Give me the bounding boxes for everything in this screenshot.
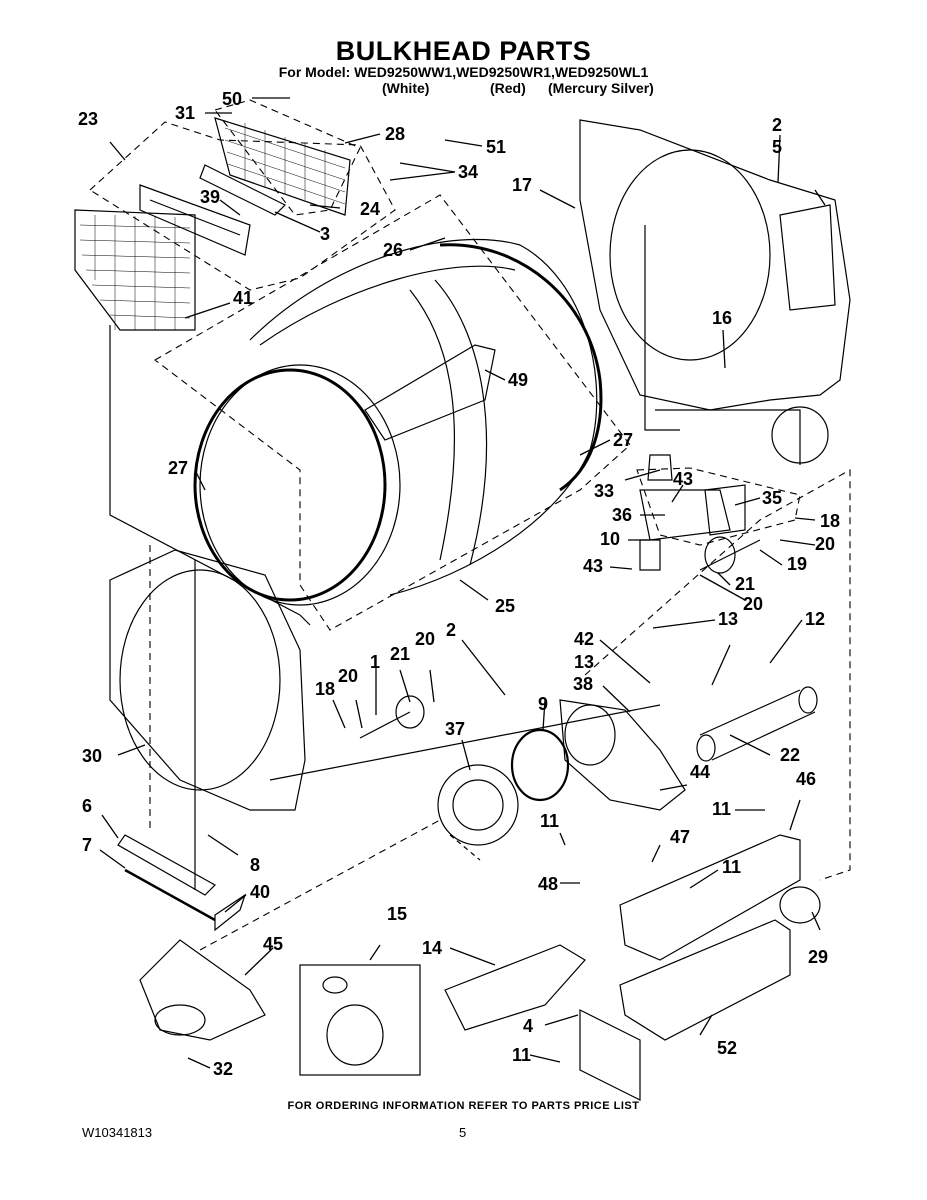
callout-10: 10 (600, 529, 620, 549)
callout-30: 30 (82, 746, 102, 766)
color-label-mercury-silver: (Mercury Silver) (548, 80, 654, 96)
callout-38: 38 (573, 674, 593, 694)
callout-27a: 27 (613, 430, 633, 450)
callout-24: 24 (360, 199, 380, 219)
color-label-white: (White) (382, 80, 430, 96)
callout-6: 6 (82, 796, 92, 816)
callout-9: 9 (538, 694, 548, 714)
callout-37: 37 (445, 719, 465, 739)
callout-52: 52 (717, 1038, 737, 1058)
callout-11a: 11 (712, 799, 731, 819)
callout-11d: 11 (512, 1045, 531, 1065)
callout-23: 23 (78, 109, 98, 129)
callout-25: 25 (495, 596, 515, 616)
callout-44: 44 (690, 762, 710, 782)
callout-22: 22 (780, 745, 800, 765)
callout-18b: 18 (315, 679, 335, 699)
ordering-note: FOR ORDERING INFORMATION REFER TO PARTS … (287, 1100, 640, 1112)
callout-21b: 21 (390, 644, 410, 664)
callout-2b: 2 (446, 620, 456, 640)
callout-50: 50 (222, 89, 242, 109)
callout-40: 40 (250, 882, 270, 902)
callout-14: 14 (422, 938, 442, 958)
callout-16: 16 (712, 308, 732, 328)
callout-47: 47 (670, 827, 690, 847)
callout-34: 34 (458, 162, 478, 182)
callout-43a: 43 (673, 469, 693, 489)
callout-11b: 11 (540, 811, 559, 831)
callout-27b: 27 (168, 458, 188, 478)
callout-11c: 11 (722, 857, 741, 877)
page-title: BULKHEAD PARTS (335, 36, 592, 66)
callout-36: 36 (612, 505, 632, 525)
callout-33: 33 (594, 481, 614, 501)
callout-48: 48 (538, 874, 558, 894)
callout-35: 35 (762, 488, 782, 508)
color-label-red: (Red) (490, 80, 526, 96)
callout-41: 41 (233, 288, 253, 308)
callout-20a: 20 (815, 534, 835, 554)
callout-39: 39 (200, 187, 220, 207)
callout-8: 8 (250, 855, 260, 875)
callout-3: 3 (320, 224, 330, 244)
page-number: 5 (459, 1125, 467, 1140)
callout-1: 1 (370, 652, 380, 672)
callout-12: 12 (805, 609, 825, 629)
callout-46: 46 (796, 769, 816, 789)
callout-19: 19 (787, 554, 807, 574)
callout-32: 32 (213, 1059, 233, 1079)
callout-42: 42 (574, 629, 594, 649)
callout-43b: 43 (583, 556, 603, 576)
callout-51: 51 (486, 137, 506, 157)
callout-49: 49 (508, 370, 528, 390)
callout-29: 29 (808, 947, 828, 967)
callout-5: 5 (772, 137, 782, 157)
callout-20b: 20 (743, 594, 763, 614)
callout-20d: 20 (338, 666, 358, 686)
document-number: W10341813 (82, 1125, 153, 1140)
callout-13a: 13 (718, 609, 738, 629)
callout-28: 28 (385, 124, 405, 144)
callout-45: 45 (263, 934, 283, 954)
callout-4: 4 (523, 1016, 533, 1036)
callout-18a: 18 (820, 511, 840, 531)
callout-31: 31 (175, 103, 195, 123)
callout-17: 17 (512, 175, 532, 195)
model-line: For Model: WED9250WW1,WED9250WR1,WED9250… (278, 64, 649, 80)
callout-21a: 21 (735, 574, 755, 594)
callout-13b: 13 (574, 652, 594, 672)
callout-20c: 20 (415, 629, 435, 649)
callout-26: 26 (383, 240, 403, 260)
callout-7: 7 (82, 835, 92, 855)
callout-2: 2 (772, 115, 782, 135)
callout-15: 15 (387, 904, 407, 924)
